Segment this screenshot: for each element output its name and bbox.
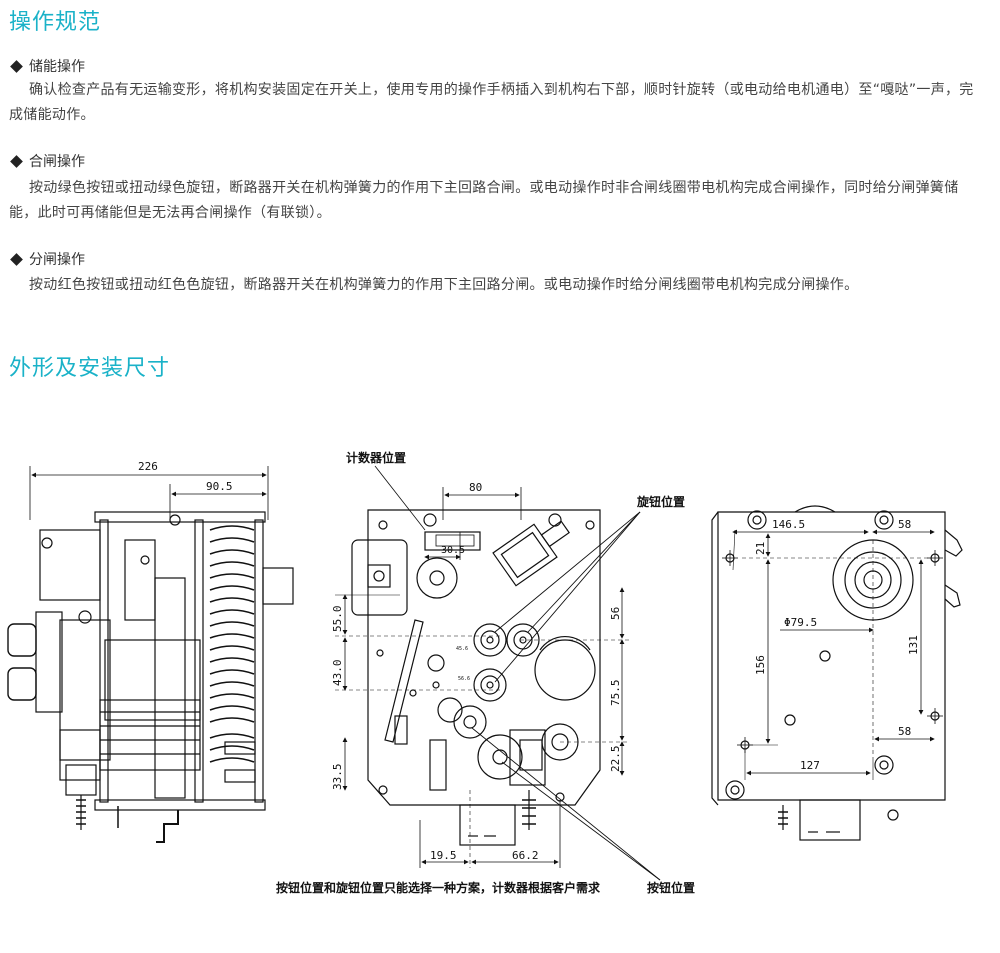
dim-226: 226 [138,460,158,473]
drawing-side-view [7,466,294,843]
drawing-front-view [335,465,661,881]
para-opening: 按动红色按钮或扭动红色色旋钮，断路器开关在机构弹簧力的作用下主回路分闸。或电动操… [29,277,859,293]
para-energy-storage: 确认检查产品有无运输变形，将机构安装固定在开关上，使用专用的操作手柄插入到机构右… [9,82,974,123]
dim-19-5: 19.5 [430,849,457,862]
heading-energy-storage: 储能操作 [9,56,85,76]
dim-56: 56 [609,607,622,620]
dim-55-0: 55.0 [331,606,344,633]
dim-75-5: 75.5 [609,680,622,707]
dim-58-bottom: 58 [898,725,911,738]
dim-127: 127 [800,759,820,772]
dim-66-2: 66.2 [512,849,539,862]
dim-146-5: 146.5 [772,518,805,531]
section-title-operation: 操作规范 [9,10,102,35]
dim-131: 131 [907,635,920,655]
section-title-dimensions: 外形及安装尺寸 [9,356,171,381]
small-label-45-6: 45.6 [456,646,468,652]
heading-closing: 合闸操作 [9,151,85,171]
dim-33-5: 33.5 [331,764,344,791]
dim-58-top: 58 [898,518,911,531]
label-counter-position: 计数器位置 [346,450,406,465]
small-label-56-6: 56.6 [458,676,470,682]
dim-90-5: 90.5 [206,480,233,493]
para-closing: 按动绿色按钮或扭动绿色旋钮，断路器开关在机构弹簧力的作用下主回路合闸。或电动操作… [9,180,959,221]
label-button-position: 按钮位置 [647,880,695,895]
dim-21: 21 [754,542,767,555]
drawing-back-view [711,505,963,841]
dim-80: 80 [469,481,482,494]
dim-156: 156 [754,655,767,675]
label-knob-position: 旋钮位置 [636,494,685,509]
dim-30-5: 30.5 [441,545,465,556]
dim-phi-79-5: Φ79.5 [784,616,817,629]
heading-opening: 分闸操作 [9,249,85,269]
dim-22-5: 22.5 [609,746,622,773]
dim-43-0: 43.0 [331,660,344,687]
caption-note: 按钮位置和旋钮位置只能选择一种方案，计数器根据客户需求 [276,880,601,895]
